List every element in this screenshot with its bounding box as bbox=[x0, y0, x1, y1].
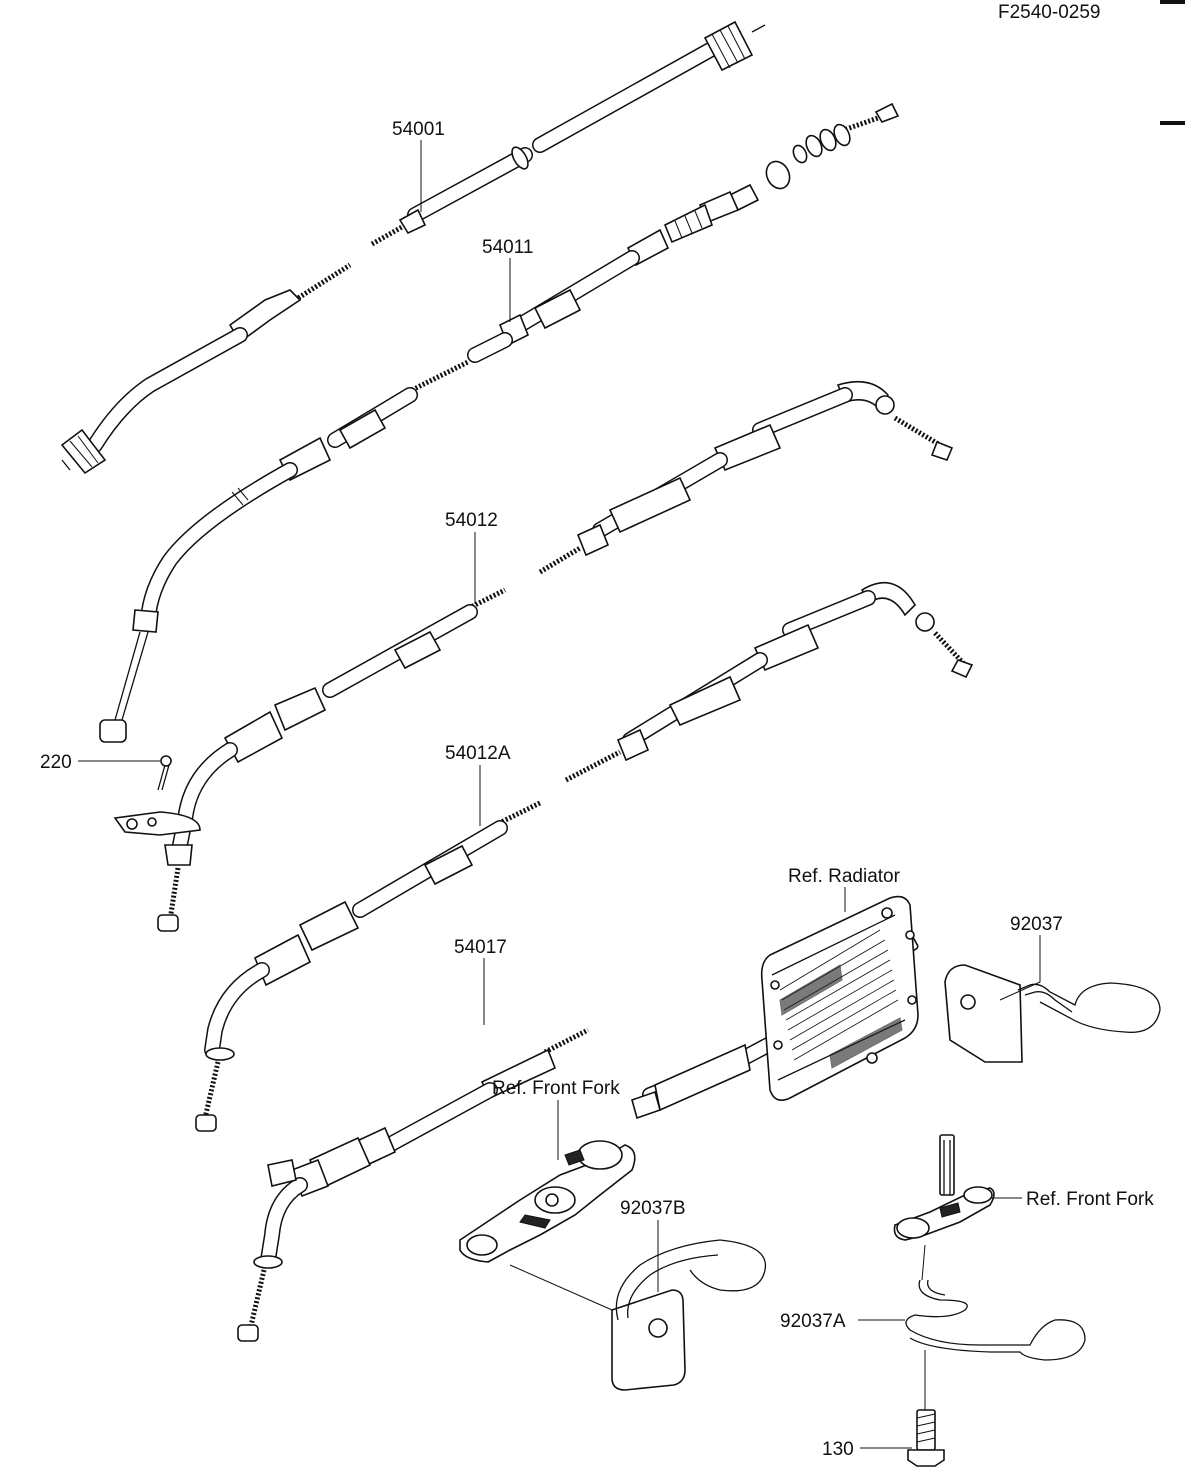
callout-ref-radiator: Ref. Radiator bbox=[788, 866, 901, 887]
bracket-92037B bbox=[611, 1239, 767, 1391]
callout-92037B: 92037B bbox=[620, 1198, 686, 1219]
callout-54011: 54011 bbox=[482, 237, 533, 258]
callout-54001: 54001 bbox=[392, 119, 445, 140]
starter-cable-54017 bbox=[237, 1027, 590, 1342]
bracket-92037A bbox=[905, 1244, 1086, 1410]
throttle-cable-54012A bbox=[195, 581, 974, 1132]
callout-92037: 92037 bbox=[1010, 914, 1063, 935]
edge-mark-middle bbox=[1160, 121, 1185, 125]
front-fork-reference-right bbox=[893, 1134, 995, 1241]
callout-54017: 54017 bbox=[454, 937, 507, 958]
diagram-code: F2540-0259 bbox=[998, 2, 1100, 23]
callout-54012: 54012 bbox=[445, 510, 498, 531]
callout-130: 130 bbox=[822, 1439, 854, 1460]
callout-54012A: 54012A bbox=[445, 743, 511, 764]
callout-220: 220 bbox=[40, 752, 72, 773]
callout-ref-front-fork-right: Ref. Front Fork bbox=[1026, 1189, 1154, 1210]
screw-220 bbox=[157, 755, 172, 791]
front-fork-reference-left bbox=[459, 1140, 636, 1311]
throttle-cable-54012 bbox=[113, 380, 954, 932]
bracket-92037 bbox=[944, 964, 1161, 1063]
leader-lines bbox=[78, 140, 1041, 1449]
radiator-reference bbox=[760, 895, 919, 1101]
edge-mark-top bbox=[1160, 0, 1185, 4]
speedometer-cable-54001 bbox=[60, 20, 766, 475]
bolt-130 bbox=[907, 1409, 945, 1467]
callout-ref-front-fork-left: Ref. Front Fork bbox=[492, 1078, 620, 1099]
callout-92037A: 92037A bbox=[780, 1311, 846, 1332]
clutch-cable-54011 bbox=[99, 102, 900, 743]
